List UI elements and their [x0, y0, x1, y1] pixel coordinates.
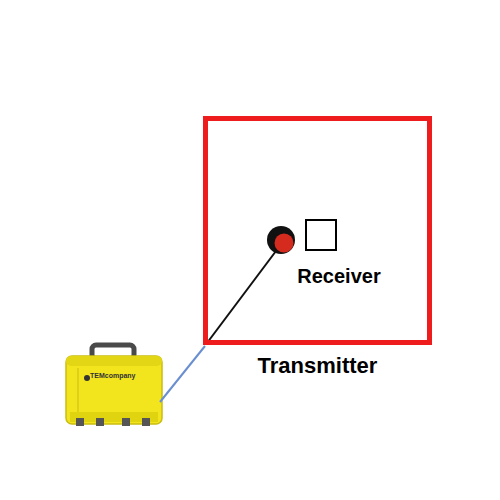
- receiver-coil: [267, 226, 295, 254]
- receiver-cable: [207, 251, 276, 343]
- receiver-box: Receiver: [305, 219, 337, 251]
- transmitter-cable: [160, 346, 205, 402]
- node-label: Transmitter: [258, 353, 378, 379]
- brand-label: TEMcompany: [90, 372, 136, 379]
- transmitter-case: [66, 345, 162, 426]
- node-label: Receiver: [297, 265, 380, 288]
- transmitter-loop: TransmitterReceiver: [203, 116, 432, 345]
